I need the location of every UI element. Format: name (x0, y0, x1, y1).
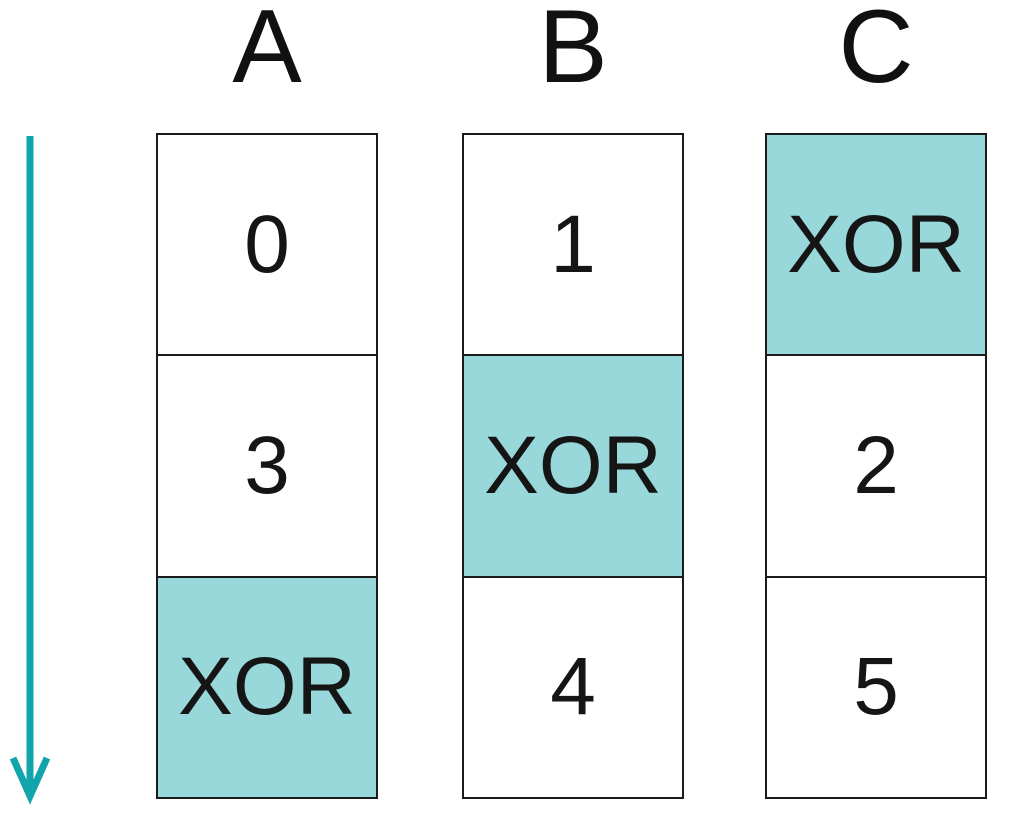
disk-column-b: B 1 XOR 4 (462, 0, 684, 799)
disk-b-label: B (538, 0, 608, 105)
disk-column-a: A 0 3 XOR (156, 0, 378, 799)
disk-b-block-row3: 4 (464, 575, 682, 797)
write-order-down-arrow-icon (9, 136, 51, 805)
disk-b-stripe-box: 1 XOR 4 (462, 133, 684, 799)
disk-c-stripe-box: XOR 2 5 (765, 133, 987, 799)
disk-c-label: C (838, 0, 914, 105)
disk-a-block-row2: 3 (158, 354, 376, 576)
disk-a-block-row1: 0 (158, 135, 376, 355)
disk-c-parity-row1: XOR (767, 135, 985, 355)
disk-b-block-row1: 1 (464, 135, 682, 355)
disk-b-parity-row2: XOR (464, 354, 682, 576)
disk-a-parity-row3: XOR (158, 575, 376, 797)
disk-column-c: C XOR 2 5 (765, 0, 987, 799)
disk-a-label: A (232, 0, 302, 105)
arrow-head (9, 756, 51, 805)
disk-c-block-row3: 5 (767, 575, 985, 797)
disk-a-stripe-box: 0 3 XOR (156, 133, 378, 799)
disk-c-block-row2: 2 (767, 354, 985, 576)
